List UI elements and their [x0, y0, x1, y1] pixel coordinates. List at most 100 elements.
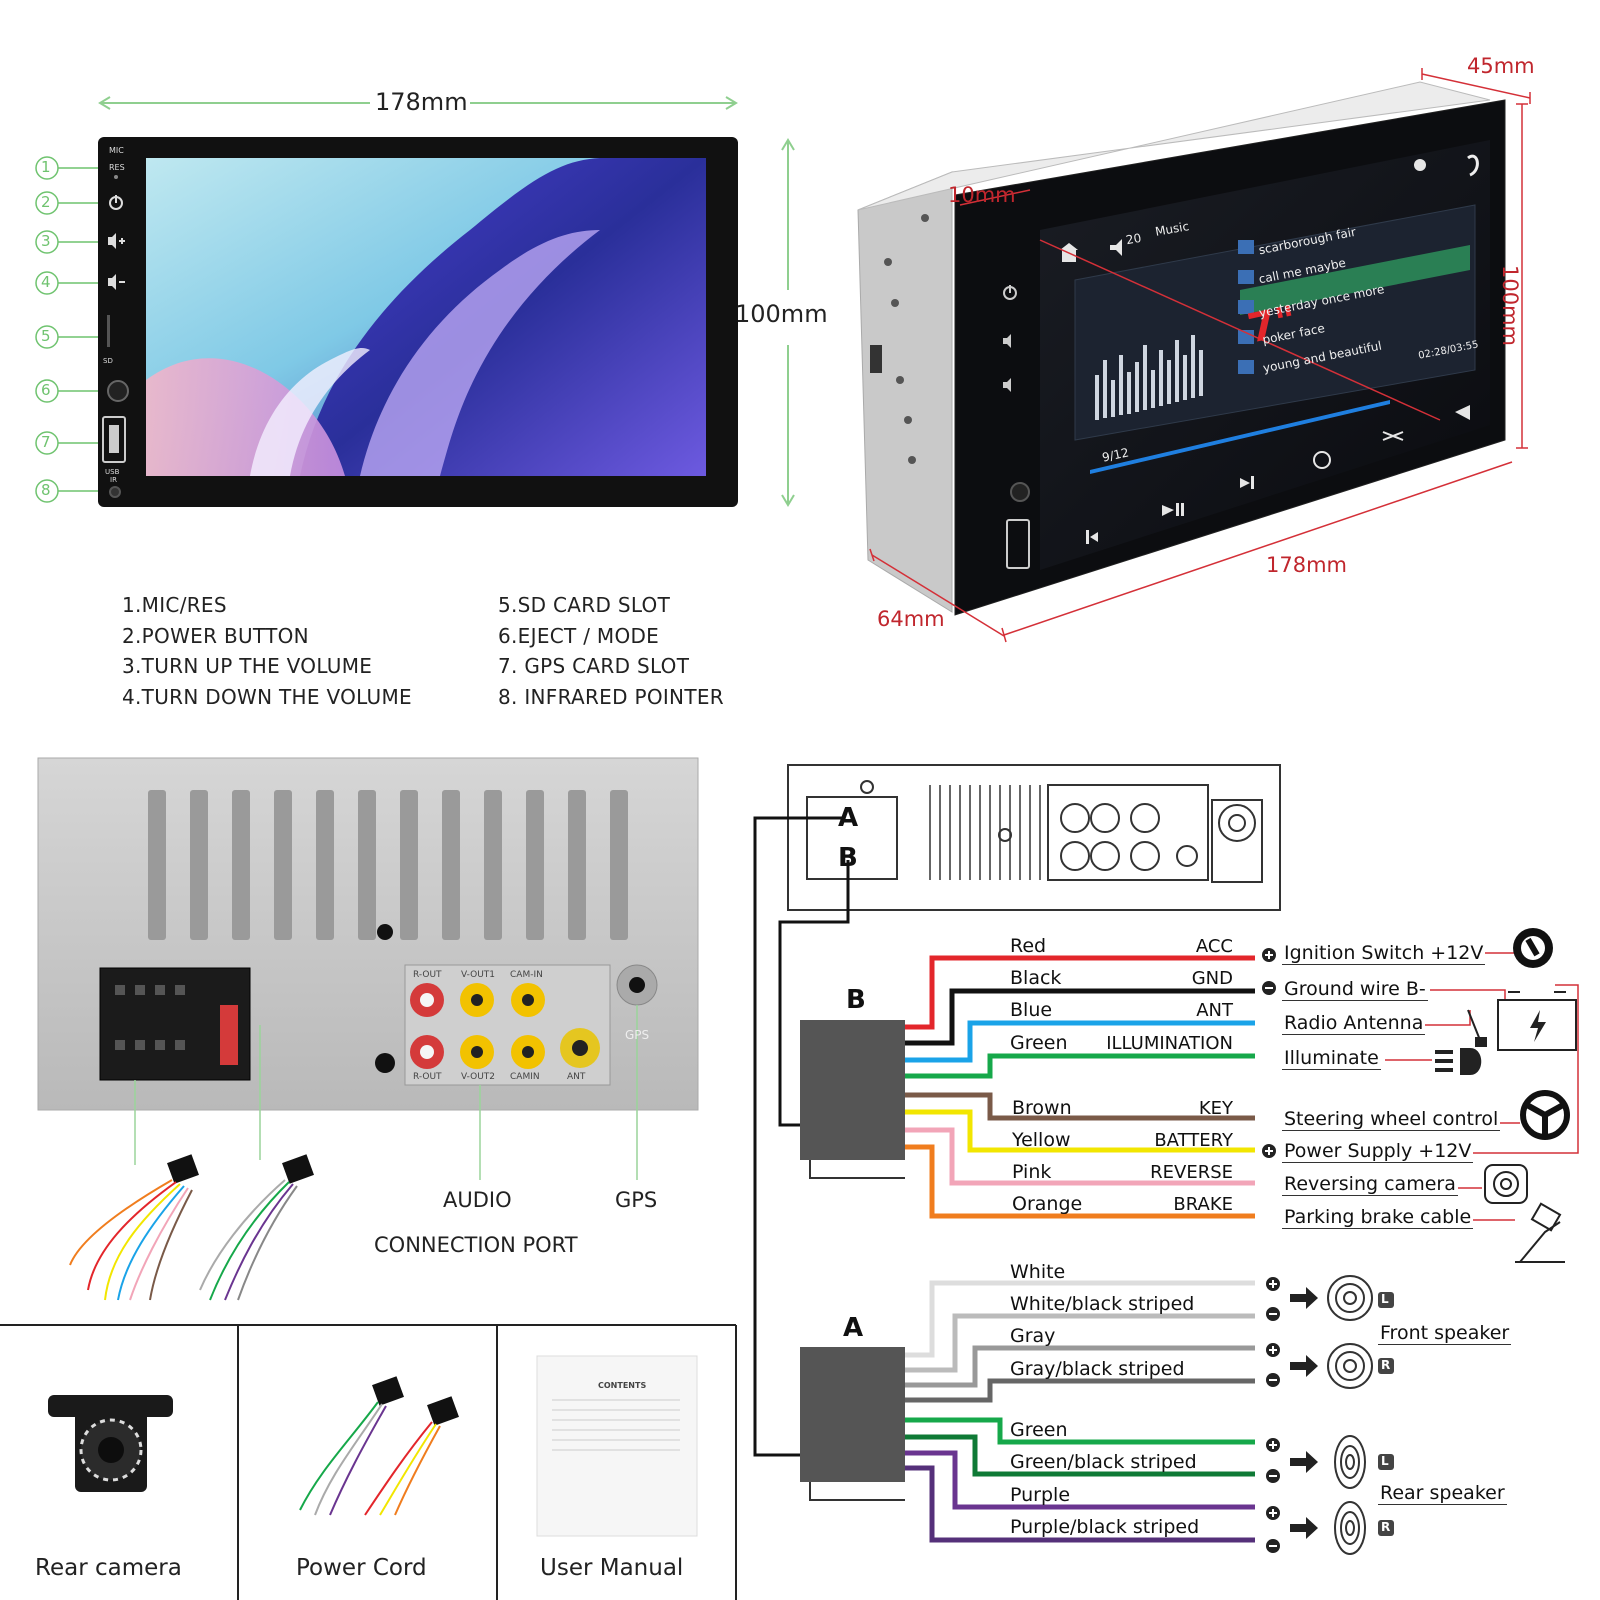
- jack-label-5: V-OUT2: [461, 1072, 496, 1082]
- device-leaders: [1385, 952, 1579, 1221]
- connector-b-letter-top: B: [838, 843, 858, 873]
- connector-b-letter: B: [846, 985, 866, 1015]
- wire-b-name-5: Brown: [1012, 1097, 1072, 1119]
- front-speaker-label: Front speaker: [1378, 1322, 1512, 1345]
- wire-b-name-3: Blue: [1010, 999, 1053, 1021]
- iso-pins: [115, 985, 238, 1065]
- front-ir-label: IR: [110, 476, 117, 484]
- power-cord-caption: Power Cord: [296, 1555, 427, 1581]
- callout-3: 3: [41, 232, 51, 250]
- track-icons: [1238, 240, 1254, 374]
- wire-a-name-3: Gray: [1010, 1325, 1056, 1347]
- angled-controls: [1060, 154, 1479, 544]
- shuffle-icon: [1382, 431, 1404, 441]
- top-chassis: [857, 81, 1491, 211]
- callout-markers: [35, 156, 98, 503]
- callout-6: 6: [41, 381, 51, 399]
- callout-2: 2: [41, 193, 51, 211]
- wire-a-name-7: Purple: [1010, 1484, 1071, 1506]
- front-height-arrow: [781, 138, 795, 507]
- user-manual-caption: User Manual: [540, 1555, 684, 1581]
- callout-7: 7: [41, 433, 51, 451]
- side-width-label: 178mm: [1266, 553, 1347, 577]
- usb-port: [102, 416, 126, 463]
- screen-wave-light: [360, 230, 600, 476]
- rear-camera-caption: Rear camera: [35, 1555, 182, 1581]
- device-antenna: Radio Antenna: [1282, 1012, 1426, 1035]
- wire-b-name-2: Black: [1010, 967, 1062, 989]
- side-height-label: 100mm: [1498, 265, 1522, 346]
- wires-a: [905, 1280, 1255, 1543]
- battery-icon: [1497, 991, 1577, 1051]
- wire-a-name-5: Green: [1010, 1419, 1068, 1441]
- legend-5: 5.SD CARD SLOT: [498, 593, 671, 617]
- device-steering: Steering wheel control: [1282, 1108, 1501, 1131]
- list-icon: [1455, 405, 1470, 420]
- progress-track: [1090, 400, 1390, 474]
- legend-2: 2.POWER BUTTON: [122, 624, 309, 648]
- wire-a-name-2: White/black striped: [1010, 1293, 1195, 1315]
- home-icon: [1062, 250, 1076, 262]
- front-sd-label: SD: [103, 357, 113, 365]
- play-pause-icon: [1162, 505, 1174, 516]
- legend-4: 4.TURN DOWN THE VOLUME: [122, 685, 412, 709]
- legend-1: 1.MIC/RES: [122, 593, 227, 617]
- wire-a-name-4: Gray/black striped: [1010, 1358, 1185, 1380]
- front-res-label: RES: [109, 163, 125, 172]
- speaker-arrows: [1290, 1287, 1318, 1539]
- ir-sensor: [109, 486, 121, 498]
- headlight-icon: [1435, 1048, 1482, 1075]
- rear-leader-lines: [134, 1005, 638, 1180]
- front-width-label: 178mm: [375, 88, 468, 116]
- sd-slot: [107, 315, 110, 347]
- steering-wheel-icon: [1520, 1090, 1570, 1140]
- rear-harness-left: [69, 1154, 199, 1301]
- highlight-row: [1240, 245, 1470, 315]
- power-cord-drawing: [299, 1376, 459, 1516]
- brightness-icon: [1414, 159, 1426, 171]
- wire-b-func-4: ILLUMINATION: [1106, 1033, 1233, 1054]
- device-illuminate: Illuminate: [1282, 1047, 1381, 1070]
- accessory-grid: [0, 1324, 737, 1600]
- jack-label-6: CAMIN: [510, 1072, 540, 1082]
- volume-up-icon: [108, 233, 116, 249]
- red-dimension-lines: [869, 68, 1531, 643]
- front-height-label: 100mm: [735, 300, 828, 328]
- side-chassis: [857, 171, 953, 613]
- speaker-icon: [1110, 239, 1122, 256]
- parking-brake-icon: [1515, 1202, 1565, 1263]
- wire-b-name-8: Orange: [1012, 1193, 1083, 1215]
- volume-label: 20: [1124, 230, 1143, 248]
- speaker-side-badges: [1378, 1292, 1394, 1536]
- callout-4: 4: [41, 273, 51, 291]
- angled-side-buttons: [1003, 285, 1030, 569]
- legend-6: 6.EJECT / MODE: [498, 624, 660, 648]
- wire-b-name-1: Red: [1010, 935, 1047, 957]
- rear-harness-right: [199, 1154, 314, 1301]
- wire-a-name-8: Purple/black striped: [1010, 1516, 1200, 1538]
- manual-title: CONTENTS: [598, 1381, 647, 1390]
- wire-b-func-5: KEY: [1198, 1098, 1233, 1119]
- polarity-markers: [1262, 948, 1280, 1553]
- wire-b-func-8: BRAKE: [1173, 1194, 1233, 1215]
- connector-routing: [753, 816, 850, 1457]
- wire-b-func-3: ANT: [1196, 1000, 1233, 1021]
- connector-a-block: [800, 1347, 905, 1482]
- rear-round-port: [375, 1053, 395, 1073]
- head-unit-rear-outline: [787, 764, 1281, 911]
- gps-label: GPS: [615, 1188, 658, 1212]
- rear-screw-hole: [377, 924, 393, 940]
- device-ground: Ground wire B-: [1282, 978, 1428, 1001]
- user-manual-drawing: [536, 1355, 698, 1537]
- wire-b-name-6: Yellow: [1012, 1129, 1071, 1151]
- speaker-rear-right-badge: R: [1381, 1520, 1391, 1534]
- legend-7: 7. GPS CARD SLOT: [498, 654, 690, 678]
- legend-8: 8. INFRARED POINTER: [498, 685, 724, 709]
- wire-a-name-6: Green/black striped: [1010, 1451, 1197, 1473]
- rear-speaker-label: Rear speaker: [1378, 1482, 1507, 1505]
- ignition-icon: [1513, 928, 1553, 968]
- prev-icon: [1090, 532, 1098, 542]
- callout-8: 8: [41, 481, 51, 499]
- depth-face-label: 10mm: [948, 183, 1016, 207]
- rca-jacks: [410, 983, 600, 1069]
